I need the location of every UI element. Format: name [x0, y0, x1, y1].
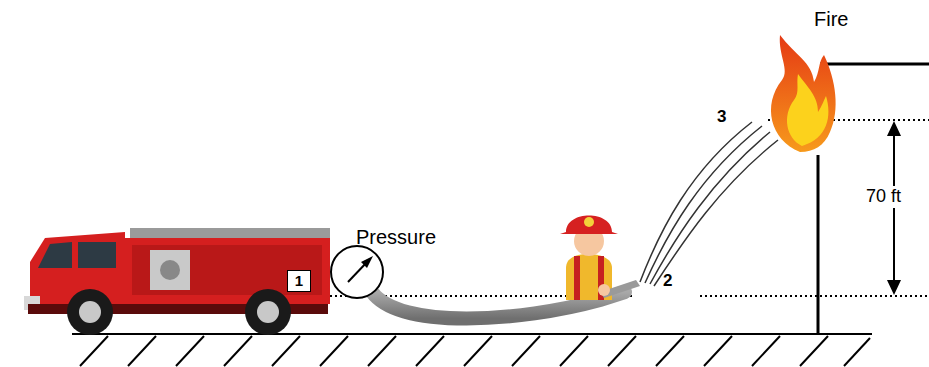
suspender [574, 256, 580, 300]
fire-truck [24, 228, 330, 335]
wheel-hub [79, 301, 101, 323]
hatch [272, 336, 300, 366]
hatch [512, 336, 540, 366]
fire-flame [771, 35, 836, 152]
gauge-needle-head [361, 256, 373, 268]
station-number: 3 [717, 108, 726, 127]
hatch [844, 338, 870, 366]
truck-panel [132, 245, 322, 295]
dimension-line [893, 132, 895, 284]
fire-label: Fire [814, 8, 848, 30]
dimension-label: 70 ft [864, 186, 903, 208]
cab-window [38, 242, 72, 268]
pump-panel [150, 250, 190, 290]
pressure-gauge: Pressure [328, 222, 453, 302]
station-box: 1 [287, 270, 311, 292]
hatch [80, 336, 108, 366]
hatch [320, 336, 348, 366]
gauge-label: Pressure [356, 226, 436, 248]
pump-valve [160, 260, 180, 280]
flame-inner [787, 74, 828, 146]
helmet-badge [584, 217, 594, 227]
hatch [800, 336, 828, 366]
water-stream [654, 140, 778, 286]
wheel-hub [257, 301, 279, 323]
hatch [128, 336, 156, 366]
hatch [368, 336, 396, 366]
hatch [656, 336, 684, 366]
gauge-dial [331, 246, 383, 298]
building-roof [820, 63, 929, 66]
hatch [560, 336, 588, 366]
flame-outer [771, 35, 836, 152]
hatch [752, 336, 780, 366]
water-jet [640, 122, 778, 286]
arrow-head [887, 280, 901, 295]
wheel [67, 289, 113, 335]
station-number: 2 [663, 272, 672, 291]
hatch [608, 336, 636, 366]
truck-body [125, 238, 330, 304]
firefighter-hand [598, 284, 610, 296]
hatch [416, 336, 444, 366]
helmet [560, 216, 618, 235]
firefighter [560, 216, 640, 301]
building-wall [817, 155, 820, 334]
datum-line [700, 295, 929, 297]
hatch [224, 336, 252, 366]
ground-hatch [80, 336, 870, 366]
arrow-head [887, 121, 901, 136]
ground-line [72, 333, 872, 335]
ladder [130, 228, 330, 238]
hatch [176, 336, 204, 366]
hatch [464, 336, 492, 366]
cab-window [78, 242, 116, 268]
callout-number: 1 [288, 273, 310, 290]
water-stream [645, 126, 762, 283]
firefighter-coat [566, 254, 612, 300]
hatch [704, 336, 732, 366]
wheel [245, 289, 291, 335]
